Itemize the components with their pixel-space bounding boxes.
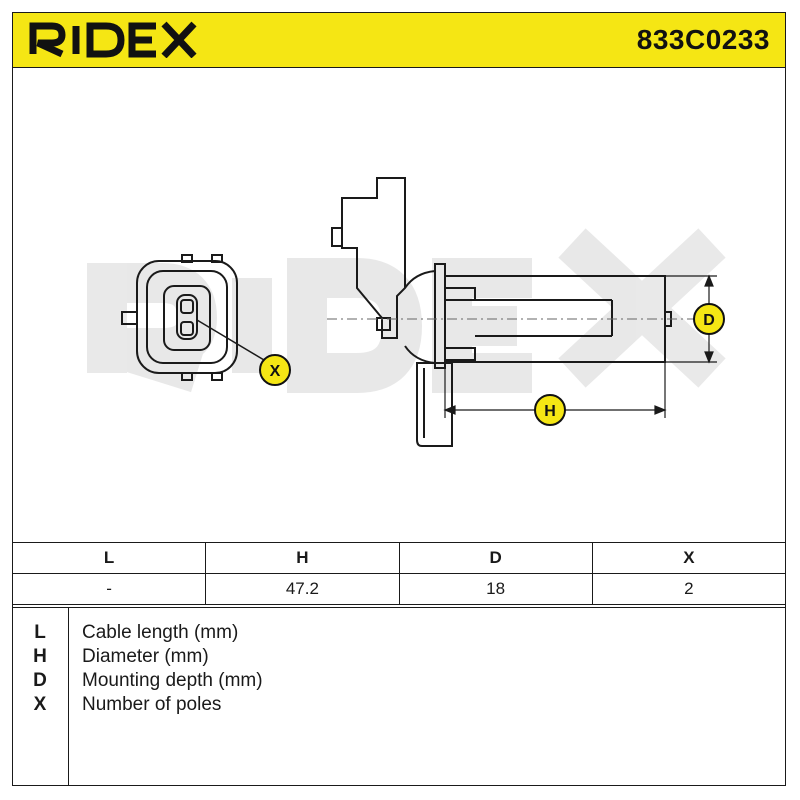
connector-face-view — [121, 254, 275, 381]
dimension-h — [443, 362, 667, 418]
watermark-logo — [87, 228, 726, 393]
specs-value-h: 47.2 — [205, 573, 400, 605]
legend-divider — [68, 608, 69, 786]
svg-text:H: H — [544, 403, 556, 420]
svg-text:X: X — [270, 363, 281, 380]
svg-text:D: D — [703, 312, 715, 329]
specs-value-row: - 47.2 18 2 — [11, 573, 787, 605]
technical-drawing: X D — [87, 177, 726, 447]
legend: L Cable length (mm) H Diameter (mm) D Mo… — [12, 607, 786, 786]
specs-header-d: D — [398, 542, 593, 574]
legend-item: D Mounting depth (mm) — [12, 670, 786, 694]
legend-item: L Cable length (mm) — [12, 622, 786, 646]
legend-desc: Mounting depth (mm) — [82, 670, 263, 691]
specs-header-x: X — [591, 542, 787, 574]
legend-item: H Diameter (mm) — [12, 646, 786, 670]
specs-value-l: - — [11, 573, 207, 605]
specs-header-h: H — [205, 542, 400, 574]
legend-key: D — [33, 670, 47, 691]
legend-key: X — [33, 694, 47, 715]
legend-item: X Number of poles — [12, 694, 786, 718]
part-number: 833C0233 — [636, 24, 770, 55]
specs-header-row: L H D X — [11, 542, 787, 574]
brand-logo — [29, 21, 197, 58]
specs-header-l: L — [11, 542, 207, 574]
specs-value-d: 18 — [398, 573, 593, 605]
legend-key: L — [34, 622, 46, 643]
legend-desc: Diameter (mm) — [82, 646, 209, 667]
callout-h: H — [534, 394, 566, 426]
specs-table: L H D X - 47.2 18 2 — [11, 542, 787, 605]
specs-value-x: 2 — [591, 573, 787, 605]
legend-desc: Cable length (mm) — [82, 622, 239, 643]
callout-x: X — [259, 354, 291, 386]
legend-key: H — [33, 646, 47, 667]
legend-desc: Number of poles — [82, 694, 222, 715]
callout-d: D — [693, 303, 725, 335]
sensor-side-view — [331, 177, 672, 447]
